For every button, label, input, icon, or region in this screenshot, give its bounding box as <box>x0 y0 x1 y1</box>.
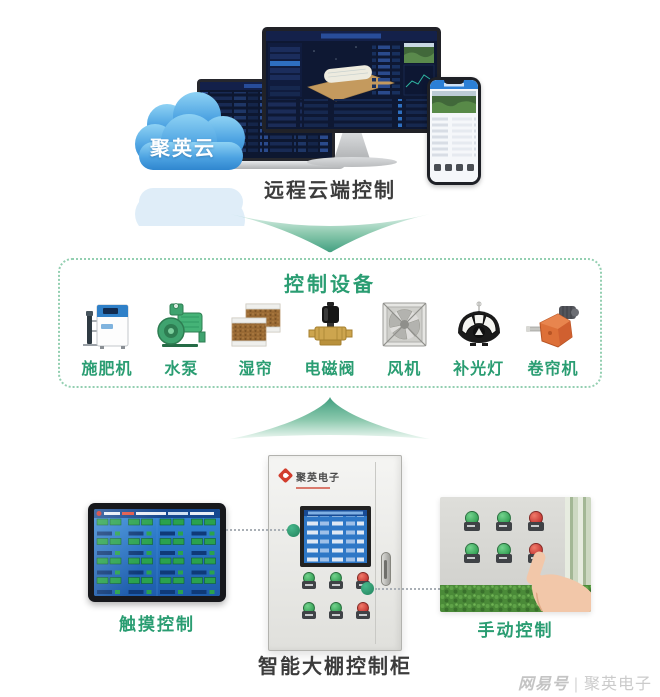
monitor-stand <box>334 133 370 159</box>
devices-box-title: 控制设备 <box>284 274 376 296</box>
cloud-shape <box>135 92 245 170</box>
fan-icon <box>382 302 427 347</box>
cabinet-logo-text: 聚英电子 <box>296 473 340 484</box>
cabinet-button-2 <box>329 572 343 592</box>
manual-button-5 <box>496 543 512 566</box>
grow-light-icon <box>457 301 500 346</box>
monitor-screen <box>262 27 441 133</box>
phone-app-graphic <box>430 80 478 182</box>
phone-notch <box>444 80 464 84</box>
device-grow-light: 补光灯 <box>442 301 516 379</box>
control-devices-box: 控制设备 施肥机 <box>58 258 602 388</box>
manual-control-photo <box>440 497 591 612</box>
cabinet-button-5 <box>329 602 343 622</box>
device-water-pump: 水泵 <box>144 301 218 379</box>
manual-control-caption: 手动控制 <box>477 621 554 640</box>
touch-screen-panel <box>88 503 226 602</box>
watermark-name: 聚英电子 <box>583 676 652 693</box>
device-label: 电磁阀 <box>304 361 356 378</box>
arrow-up-icon <box>230 397 430 439</box>
desktop-monitor <box>262 27 442 169</box>
watermark-separator: | <box>573 676 579 693</box>
connector-line-right <box>375 588 443 590</box>
device-label: 卷帘机 <box>527 361 579 378</box>
devices-row: 施肥机 水泵 <box>60 301 600 379</box>
monitor-base <box>307 157 397 167</box>
cabinet-hmi-graphic <box>304 510 367 563</box>
water-pump-icon <box>157 303 206 347</box>
manual-button-4 <box>464 543 480 566</box>
fertilizer-machine-icon <box>83 304 129 349</box>
connector-dot-right <box>361 582 374 595</box>
phone-screen <box>430 80 478 182</box>
remote-cloud-caption: 远程云端控制 <box>264 180 396 202</box>
device-wet-curtain: 湿帘 <box>219 301 293 379</box>
device-label: 水泵 <box>164 361 199 378</box>
cabinet-logo-subtext <box>296 487 330 489</box>
connector-dot-left <box>287 524 300 537</box>
device-label: 风机 <box>387 361 422 378</box>
arrow-down-icon <box>230 214 430 253</box>
touch-screen <box>94 509 220 596</box>
pointing-hand-icon <box>526 551 591 612</box>
cloud-label: 聚英云 <box>150 138 216 160</box>
watermark: 网易号|聚英电子 <box>518 670 652 694</box>
watermark-brand: 网易号 <box>517 676 569 693</box>
device-label: 补光灯 <box>453 361 505 378</box>
smartphone <box>427 77 481 185</box>
monitor-dashboard-graphic <box>266 31 437 129</box>
cabinet-door-seam <box>375 462 376 644</box>
device-fan: 风机 <box>367 301 441 379</box>
device-roller-motor: 卷帘机 <box>516 301 590 379</box>
manual-button-2 <box>496 511 512 534</box>
device-label: 湿帘 <box>238 361 273 378</box>
greenhouse-posts <box>565 497 591 589</box>
device-solenoid-valve: 电磁阀 <box>293 301 367 379</box>
wet-curtain-icon <box>231 303 281 347</box>
touch-screen-ui-graphic <box>94 509 220 596</box>
cabinet-hmi-screen <box>300 506 371 567</box>
cabinet-logo: 聚英电子 <box>277 467 340 489</box>
connector-line-left <box>226 529 288 531</box>
cabinet-button-1 <box>302 572 316 592</box>
roller-motor-icon <box>525 306 579 348</box>
cloud-reflection <box>131 180 253 226</box>
manual-button-3 <box>528 511 544 534</box>
manual-button-1 <box>464 511 480 534</box>
cabinet-button-4 <box>302 602 316 622</box>
laptop-base <box>186 161 346 169</box>
juying-logo-icon <box>277 467 294 484</box>
cloud-icon: 聚英云 <box>131 86 253 178</box>
cabinet-button-6 <box>356 602 370 622</box>
control-cabinet: 聚英电子 <box>268 455 402 651</box>
device-label: 施肥机 <box>81 361 133 378</box>
cabinet-caption: 智能大棚控制柜 <box>258 656 412 678</box>
touch-control-caption: 触摸控制 <box>119 615 195 634</box>
cabinet-handle <box>381 552 391 586</box>
device-fertilizer-machine: 施肥机 <box>70 301 144 379</box>
solenoid-valve-icon <box>308 302 353 346</box>
